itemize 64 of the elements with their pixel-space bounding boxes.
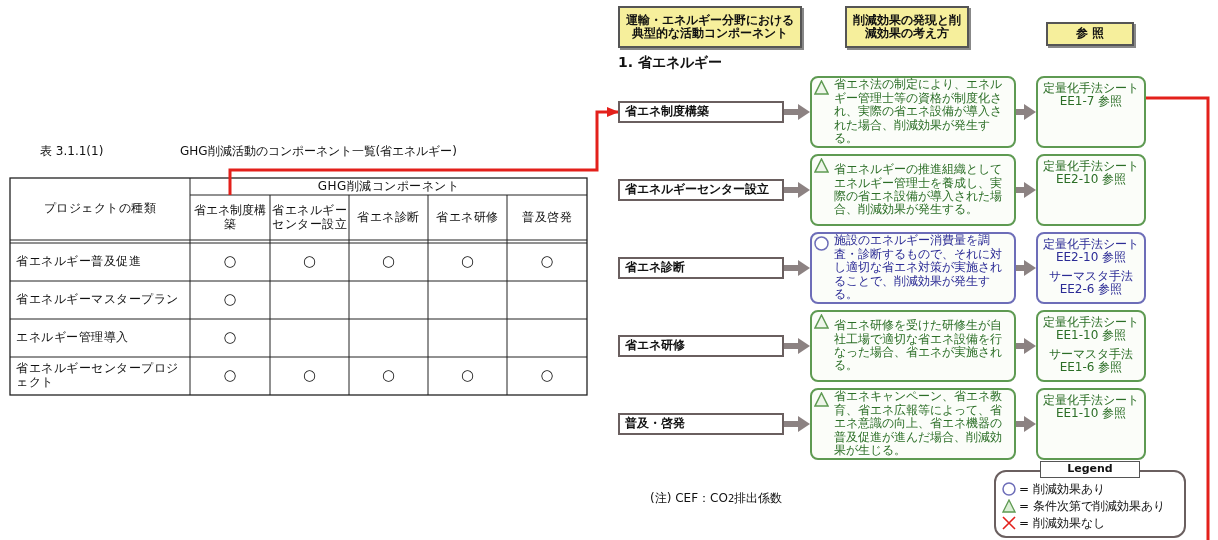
arrow	[1016, 338, 1036, 354]
check-mark: ○	[301, 365, 318, 387]
legend-text: = 削減効果なし	[1019, 515, 1105, 531]
reference-box: 定量化手法シート EE1-10 参照	[1036, 388, 1146, 460]
table-number: 表 3.1.1(1)	[40, 143, 105, 161]
reference-box	[1036, 310, 1146, 382]
component-box: 普及・啓発	[618, 413, 784, 435]
row-label: 省エネルギーマスタープラン	[15, 291, 180, 309]
column-header: 省エネ研修	[435, 208, 500, 226]
arrow	[1016, 416, 1036, 432]
heading-note: 参 照	[1046, 22, 1134, 46]
reference-text: 定量化手法シート EE2-10 参照	[1042, 238, 1140, 265]
heading-note: 運輸・エネルギー分野における典型的な活動コンポーネント	[618, 6, 802, 48]
check-mark: ○	[459, 365, 476, 387]
explanation-box: 省エネルギーの推進組織としてエネルギー管理士を養成し、実際の省エネ設備が導入された場合、削減効果が発生する。	[810, 154, 1016, 226]
heading-note: 削減効果の発現と削減効果の考え方	[845, 6, 969, 48]
legend-text: = 削減効果あり	[1019, 481, 1105, 497]
reference-box: 定量化手法シート EE1-7 参照	[1036, 76, 1146, 148]
arrow	[1016, 182, 1036, 198]
check-mark: ○	[380, 365, 397, 387]
column-header: プロジェクトの種類	[42, 200, 158, 218]
explanation-box: 省エネ研修を受けた研修生が自社工場で適切な省エネ設備を行なった場合、省エネが実施される。	[810, 310, 1016, 382]
arrow	[784, 104, 810, 120]
reference-box: 定量化手法シート EE2-10 参照	[1036, 154, 1146, 226]
component-box: 省エネ研修	[618, 335, 784, 357]
column-header: 省エネ診断	[356, 208, 421, 226]
arrow	[228, 107, 619, 195]
arrow	[784, 182, 810, 198]
arrow	[784, 338, 810, 354]
arrow	[784, 260, 810, 276]
check-mark: ○	[301, 251, 318, 273]
arrow	[1016, 260, 1036, 276]
explanation-box: 施設のエネルギー消費量を調査・診断するもので、それに対し適切な省エネ対策が実施されることで、削減効果が発生する。	[810, 232, 1016, 304]
component-box: 省エネ制度構築	[618, 101, 784, 123]
check-mark: ○	[459, 251, 476, 273]
legend-text: = 条件次第で削減効果あり	[1019, 498, 1165, 514]
check-mark: ○	[222, 289, 238, 311]
column-header: 普及啓発	[521, 208, 573, 226]
reference-text: サーマスタ手法 EE2-6 参照	[1048, 269, 1134, 297]
check-mark: ○	[222, 365, 238, 387]
reference-box	[1036, 232, 1146, 304]
check-mark: ○	[222, 327, 238, 349]
legend-title: Legend	[1040, 461, 1140, 478]
explanation-box: 省エネキャンペーン、省エネ教育、省エネ広報等によって、省エネ意識の向上、省エネ機器の普及促進が進んだ場合、削減効果が生じる。	[810, 388, 1016, 460]
column-header: GHG削減コンポーネント	[316, 178, 461, 195]
check-mark: ○	[380, 251, 397, 273]
component-box: 省エネ診断	[618, 257, 784, 279]
section-heading: 1. 省エネルギー	[618, 52, 723, 72]
reference-text: 定量化手法シート EE1-10 参照	[1042, 316, 1140, 343]
arrow	[1016, 104, 1036, 120]
check-mark: ○	[539, 365, 555, 387]
check-mark: ○	[222, 251, 238, 273]
reference-text: サーマスタ手法 EE1-6 参照	[1048, 347, 1134, 375]
row-label: エネルギー管理導入	[15, 329, 130, 347]
row-label: 省エネルギー普及促進	[15, 253, 142, 271]
table-header-cell: 省エネ制度構築	[190, 195, 270, 240]
check-mark: ○	[539, 251, 555, 273]
table-title: GHG削減活動のコンポーネント一覧(省エネルギー)	[180, 143, 458, 161]
connector-line	[1146, 96, 1210, 540]
row-label: 省エネルギーセンタープロジェクト	[15, 360, 180, 391]
arrow	[784, 416, 810, 432]
explanation-box: 省エネ法の制定により、エネルギー管理士等の資格が制度化され、実際の省エネ設備が導入された場合、削減効果が発生する。	[810, 76, 1016, 148]
component-box: 省エネルギーセンター設立	[618, 179, 784, 201]
column-header: 省エネルギーセンター設立	[271, 201, 348, 233]
